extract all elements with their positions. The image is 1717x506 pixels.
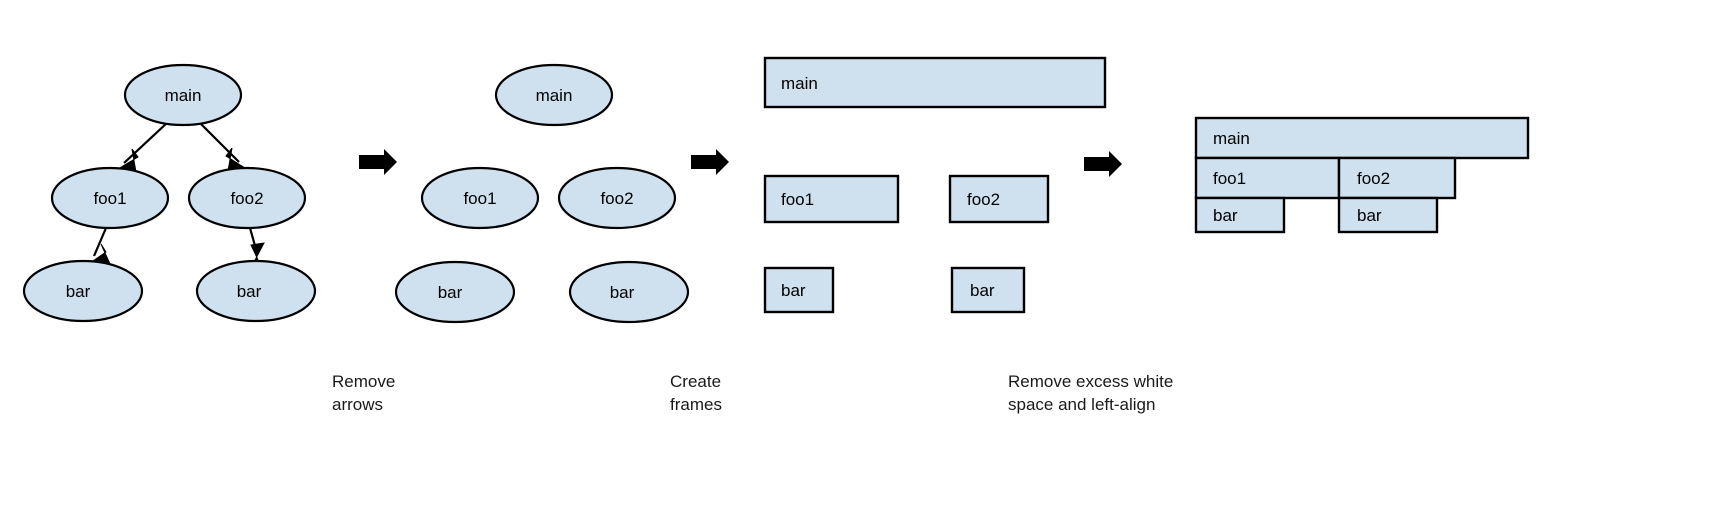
node-foo2-ellipse[interactable] (187, 166, 307, 230)
frame-foo1[interactable]: foo1 (763, 174, 900, 224)
node-bar2-label: bar (237, 282, 262, 301)
node-foo1[interactable]: foo1 (420, 166, 540, 230)
node-main-ellipse[interactable] (123, 63, 243, 127)
right-arrow-icon (359, 149, 397, 175)
node-foo1-label: foo1 (463, 189, 496, 208)
node-foo1-ellipse[interactable] (420, 166, 540, 230)
flame-foo2-rect[interactable] (1337, 156, 1457, 200)
node-bar2[interactable]: bar (568, 260, 690, 324)
edge-main-foo1 (123, 121, 169, 164)
frame-foo2-rect[interactable] (948, 174, 1050, 224)
frame-foo1-rect[interactable] (763, 174, 900, 224)
caption-remove-whitespace: Remove excess white space and left-align (1008, 372, 1173, 414)
flame-main[interactable]: main (1194, 116, 1530, 160)
node-bar1-ellipse[interactable] (394, 260, 516, 324)
panel-call-graph: main foo1 foo2 bar bar (22, 63, 317, 323)
edge-foo1-bar1 (92, 227, 108, 257)
node-bar1[interactable]: bar (22, 259, 144, 323)
frame-bar1-rect[interactable] (763, 266, 835, 314)
frame-foo1-label: foo1 (781, 190, 814, 209)
flame-main-rect[interactable] (1194, 116, 1530, 160)
flame-foo1-label: foo1 (1213, 169, 1246, 188)
node-foo1-ellipse[interactable] (50, 166, 170, 230)
caption-remove-whitespace-line-2: space and left-align (1008, 395, 1155, 414)
frame-main-label: main (781, 74, 818, 93)
frame-bar2-rect[interactable] (950, 266, 1026, 314)
caption-remove-arrows: Remove arrows (332, 372, 395, 414)
node-bar2-ellipse[interactable] (568, 260, 690, 324)
node-bar1[interactable]: bar (394, 260, 516, 324)
flame-foo2-label: foo2 (1357, 169, 1390, 188)
step-arrow-1 (359, 149, 397, 175)
node-bar1-ellipse[interactable] (22, 259, 144, 323)
panel-frames: main foo1 foo2 bar bar (763, 56, 1107, 314)
node-main[interactable]: main (494, 63, 614, 127)
node-foo1[interactable]: foo1 (50, 166, 170, 230)
node-foo2[interactable]: foo2 (557, 166, 677, 230)
flame-foo2[interactable]: foo2 (1337, 156, 1457, 200)
flame-bar1[interactable]: bar (1194, 196, 1286, 234)
caption-remove-arrows-line-1: Remove (332, 372, 395, 391)
node-main-ellipse[interactable] (494, 63, 614, 127)
flame-bar2-rect[interactable] (1337, 196, 1439, 234)
flame-main-label: main (1213, 129, 1250, 148)
flame-bar1-label: bar (1213, 206, 1238, 225)
frame-bar2-label: bar (970, 281, 995, 300)
node-foo2[interactable]: foo2 (187, 166, 307, 230)
flame-bar2[interactable]: bar (1337, 196, 1439, 234)
frame-bar1-label: bar (781, 281, 806, 300)
frame-bar1[interactable]: bar (763, 266, 835, 314)
node-foo2-ellipse[interactable] (557, 166, 677, 230)
flame-bar1-rect[interactable] (1194, 196, 1286, 234)
node-bar2-ellipse[interactable] (195, 259, 317, 323)
node-main-label: main (165, 86, 202, 105)
node-main-label: main (536, 86, 573, 105)
frame-bar2[interactable]: bar (950, 266, 1026, 314)
caption-create-frames-line-2: frames (670, 395, 722, 414)
node-main[interactable]: main (123, 63, 243, 127)
right-arrow-icon (1084, 151, 1122, 177)
caption-remove-whitespace-line-1: Remove excess white (1008, 372, 1173, 391)
edge-main-foo2 (198, 121, 240, 163)
frame-main-rect[interactable] (763, 56, 1107, 109)
node-foo1-label: foo1 (93, 189, 126, 208)
caption-remove-arrows-line-2: arrows (332, 395, 383, 414)
panel-flame: main foo1 foo2 bar bar (1194, 116, 1530, 234)
node-bar1-label: bar (66, 282, 91, 301)
node-foo2-label: foo2 (600, 189, 633, 208)
caption-create-frames: Create frames (670, 372, 722, 414)
frame-foo2-label: foo2 (967, 190, 1000, 209)
node-foo2-label: foo2 (230, 189, 263, 208)
caption-create-frames-line-1: Create (670, 372, 721, 391)
node-bar1-label: bar (438, 283, 463, 302)
step-arrow-3 (1084, 151, 1122, 177)
node-bar2[interactable]: bar (195, 259, 317, 323)
node-bar2-label: bar (610, 283, 635, 302)
flame-bar2-label: bar (1357, 206, 1382, 225)
flame-foo1-rect[interactable] (1194, 156, 1341, 200)
panel-no-arrows: main foo1 foo2 bar bar (394, 63, 690, 324)
flame-foo1[interactable]: foo1 (1194, 156, 1341, 200)
frame-foo2[interactable]: foo2 (948, 174, 1050, 224)
step-arrow-2 (691, 149, 729, 175)
frame-main[interactable]: main (763, 56, 1107, 109)
right-arrow-icon (691, 149, 729, 175)
